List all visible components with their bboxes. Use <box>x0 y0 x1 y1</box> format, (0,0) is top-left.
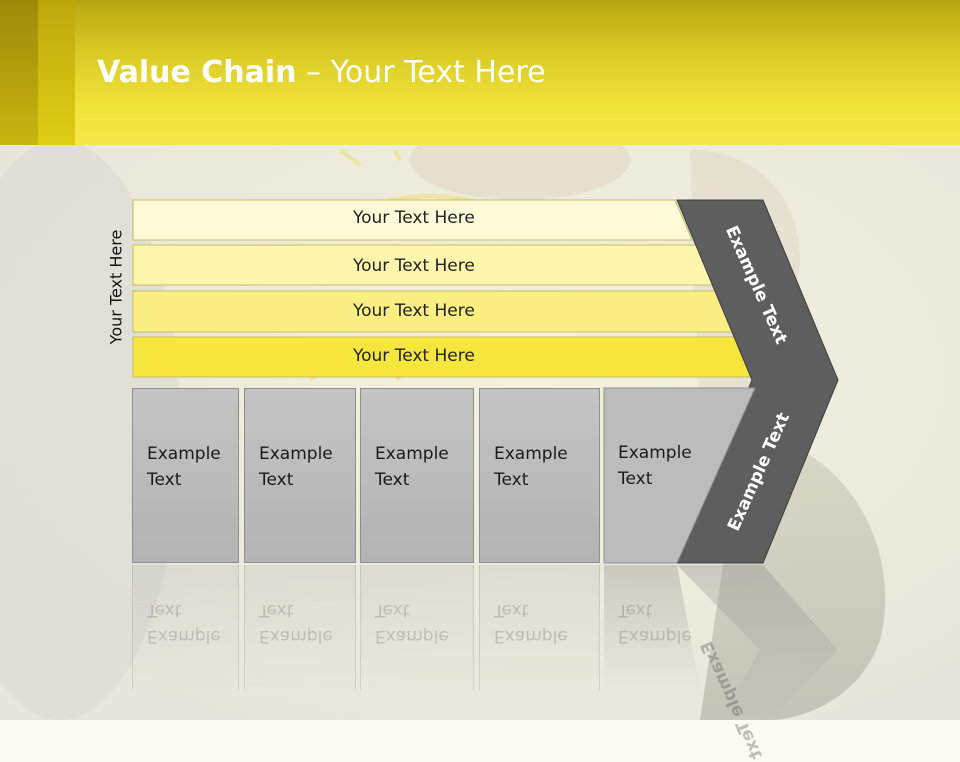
header-accent-bar <box>38 0 75 145</box>
activity-box-3: Example Text <box>360 388 474 563</box>
row-label-4: Your Text Here <box>353 346 475 366</box>
activity-box-4: Example Text <box>479 388 600 563</box>
box-reflection-5 <box>604 565 700 690</box>
activity-box-2: Example Text <box>244 388 356 563</box>
value-chain-diagram <box>132 199 839 720</box>
title-bold: Value Chain <box>97 55 297 90</box>
box-reflection-4: Example Text <box>479 565 600 690</box>
header-banner: Value Chain – Your Text Here <box>0 0 960 145</box>
box-reflection-3: Example Text <box>360 565 474 690</box>
box-label: Example Text <box>375 444 449 490</box>
box-label: Example Text <box>494 444 568 490</box>
page-title: Value Chain – Your Text Here <box>97 55 546 90</box>
box-label: Example Text <box>259 444 333 490</box>
box-label-5: Example Text <box>618 443 692 489</box>
reflection-text-5: Example Text <box>618 600 692 646</box>
reflection-text: Example Text <box>147 600 221 646</box>
row-shape-1 <box>132 199 693 241</box>
box-shape-5 <box>603 387 756 564</box>
chevron-reflection <box>677 565 838 720</box>
reflection-text: Example Text <box>259 600 333 646</box>
activity-box-1: Example Text <box>132 388 239 563</box>
row-label-3: Your Text Here <box>353 301 475 321</box>
reflection-text: Example Text <box>494 600 568 646</box>
box-reflection-2: Example Text <box>244 565 356 690</box>
row-label-1: Your Text Here <box>353 208 475 228</box>
header-accent-bar <box>0 0 38 145</box>
reflection-text: Example Text <box>375 600 449 646</box>
row-label-2: Your Text Here <box>353 256 475 276</box>
title-rest: – Your Text Here <box>296 55 546 90</box>
box-reflection-1: Example Text <box>132 565 239 690</box>
box-label: Example Text <box>147 444 221 490</box>
